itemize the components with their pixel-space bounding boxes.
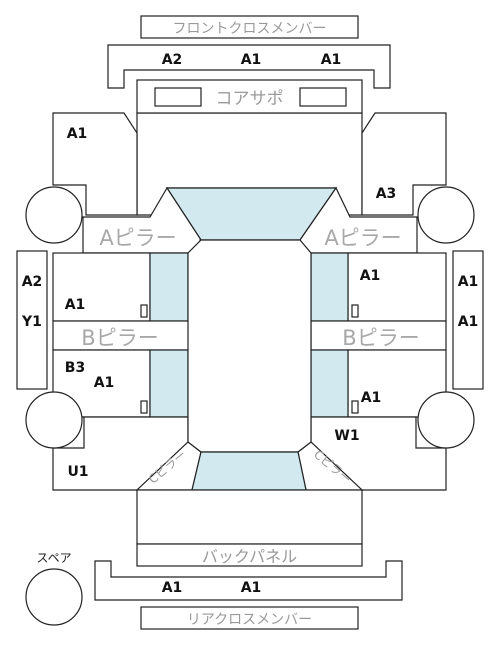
right-rocker-panel xyxy=(452,250,484,390)
code-front-cross-left: A2 xyxy=(162,52,183,68)
code-left-rear-quarter: U1 xyxy=(67,464,88,480)
code-front-cross-center: A1 xyxy=(241,52,262,68)
rear-left-door-handle xyxy=(140,400,148,414)
b-pillar-right-label: Bピラー xyxy=(342,326,419,350)
code-left-rocker-bottom: Y1 xyxy=(21,314,42,330)
code-right-rocker-top: A1 xyxy=(458,274,479,290)
code-right-rocker-bottom: A1 xyxy=(458,314,479,330)
code-left-rocker-top: A2 xyxy=(22,274,43,290)
rear-cross-member xyxy=(94,560,403,601)
rear-left-wheel xyxy=(25,391,83,449)
spare-tire xyxy=(25,568,83,626)
b-pillar-left-label: Bピラー xyxy=(81,326,158,350)
code-rear-left-door-outer: B3 xyxy=(65,360,85,376)
b-pillar-left xyxy=(52,320,190,351)
front-left-door xyxy=(52,252,151,322)
rear-left-window xyxy=(149,349,189,418)
rear-cross-member-label: リアクロスメンバー xyxy=(187,612,312,628)
back-panel-label: バックパネル xyxy=(202,547,297,566)
a-pillar-left-label: Aピラー xyxy=(99,226,176,250)
trunk-lid xyxy=(136,489,363,545)
a-pillar-right-label: Aピラー xyxy=(324,226,401,250)
left-rocker-panel xyxy=(16,250,48,390)
code-right-rear-quarter: W1 xyxy=(334,428,359,444)
front-left-wheel xyxy=(25,186,83,244)
code-rear-cross-right: A1 xyxy=(241,580,262,596)
code-rear-cross-left: A1 xyxy=(162,580,183,596)
front-right-window xyxy=(310,252,349,322)
core-support-left-hole xyxy=(154,87,202,107)
front-left-door-handle xyxy=(140,304,148,318)
rear-right-wheel xyxy=(417,391,475,449)
spare-label: スペア xyxy=(36,551,71,565)
front-right-fender xyxy=(361,112,447,216)
front-cross-member-box xyxy=(140,15,359,39)
front-right-wheel xyxy=(417,186,475,244)
front-left-fender xyxy=(52,112,138,216)
back-panel xyxy=(136,543,363,567)
rear-right-door-handle xyxy=(351,400,359,414)
roof-panel xyxy=(187,239,312,453)
front-cross-member xyxy=(107,44,391,89)
rear-right-window xyxy=(310,349,349,418)
code-rear-left-door: A1 xyxy=(94,375,115,391)
code-rear-right-door: A1 xyxy=(361,390,382,406)
front-right-door-handle xyxy=(351,304,359,318)
rear-window xyxy=(191,451,307,491)
front-left-window xyxy=(149,252,189,322)
front-cross-member-label: フロントクロスメンバー xyxy=(173,21,327,37)
code-front-right-fender: A3 xyxy=(376,186,397,202)
front-right-door xyxy=(347,252,447,322)
code-front-left-fender: A1 xyxy=(67,126,88,142)
code-front-right-door: A1 xyxy=(360,268,381,284)
core-support-label: コアサポ xyxy=(216,89,284,109)
core-support-right-hole xyxy=(299,87,347,107)
rear-cross-member-box xyxy=(140,606,359,630)
code-front-left-door: A1 xyxy=(65,297,86,313)
code-front-cross-right: A1 xyxy=(321,52,342,68)
